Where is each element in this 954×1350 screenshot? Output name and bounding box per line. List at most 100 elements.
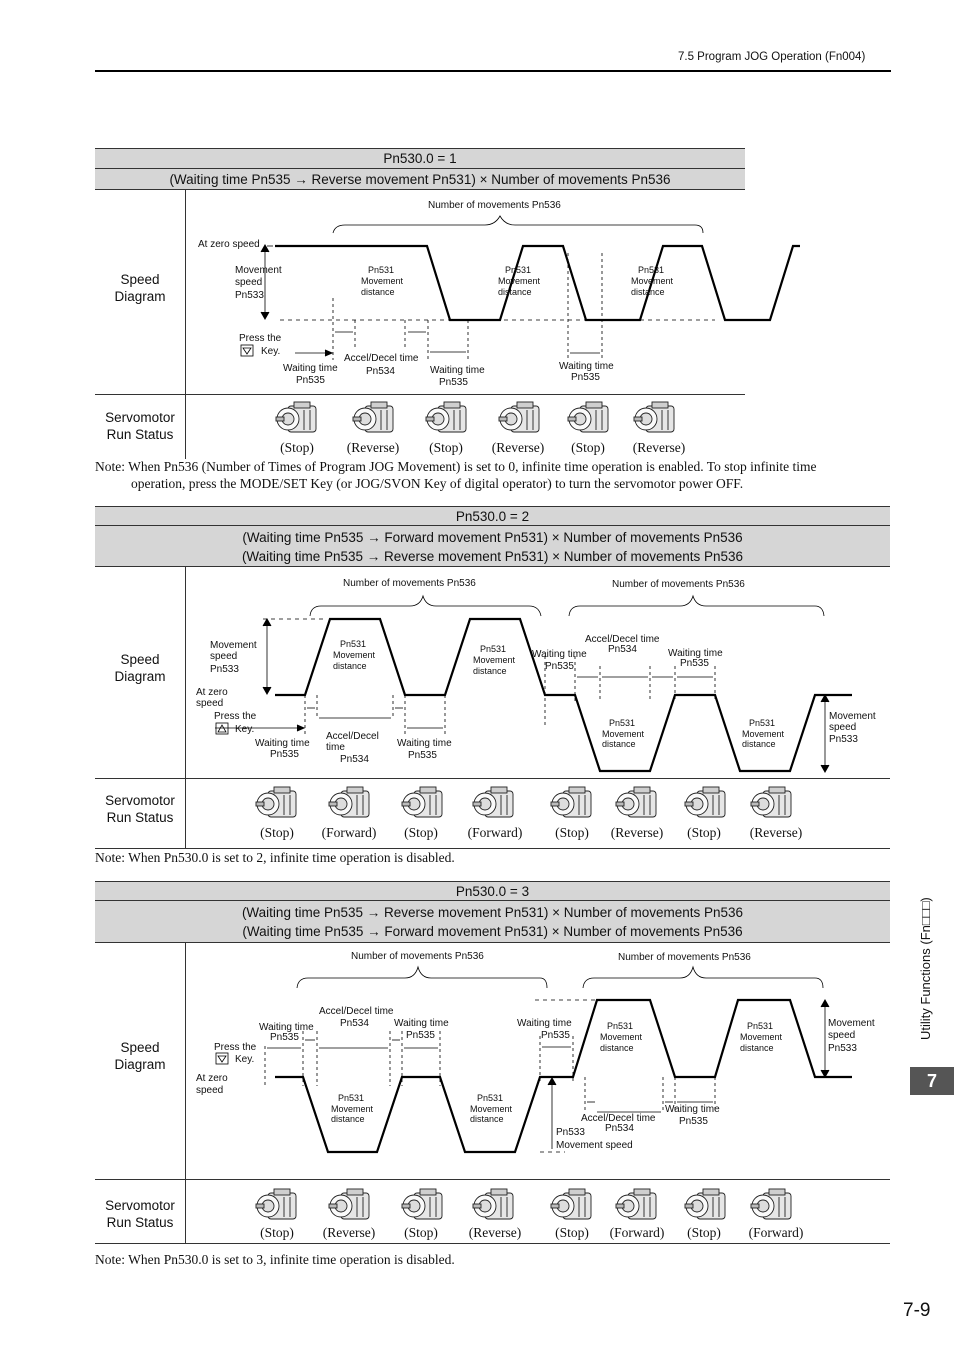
label-movement-distance: Movement xyxy=(602,729,645,739)
status-label: (Reverse) xyxy=(610,825,664,840)
speed-diagram-label: Speed Diagram xyxy=(95,1016,185,1096)
label-movement-distance: Movement xyxy=(473,655,516,665)
note-2: Note: When Pn530.0 is set to 2, infinite… xyxy=(95,849,455,866)
label-movement: Movement xyxy=(210,640,257,651)
note-line: operation, press the MODE/SET Key (or JO… xyxy=(131,476,744,491)
label-movement-distance: Movement xyxy=(742,729,785,739)
up-key-icon xyxy=(215,722,229,735)
label-pn531: Pn531 xyxy=(607,1021,633,1031)
servomotor-icon xyxy=(567,401,609,433)
label-pn531: Pn531 xyxy=(609,718,635,728)
label-pn531: Pn531 xyxy=(505,265,531,275)
rule xyxy=(95,1243,890,1244)
status-label: (Stop) xyxy=(429,440,463,455)
label-press-the: Press the xyxy=(214,1042,257,1053)
label-line: Speed xyxy=(120,652,160,667)
servomotor-run-status-label: Servomotor Run Status xyxy=(95,403,185,449)
label-line: Servomotor xyxy=(105,793,175,808)
label-pn533: Pn533 xyxy=(210,664,239,675)
label-line: Run Status xyxy=(106,810,174,825)
servomotor-icon xyxy=(498,401,540,433)
label-movement-distance: Movement xyxy=(470,1104,513,1114)
label-pn531: Pn531 xyxy=(747,1021,773,1031)
label-pn535: Pn535 xyxy=(406,1030,435,1041)
label-pn533: Pn533 xyxy=(556,1127,585,1138)
section-pn530-3: Pn530.0 = 3 (Waiting time Pn535 → Revers… xyxy=(95,881,890,1245)
label-line: Diagram xyxy=(114,289,166,304)
label-waiting-time: Waiting time xyxy=(394,1018,449,1029)
status-label: (Forward) xyxy=(321,825,377,840)
label-waiting-time: Waiting time xyxy=(259,1022,314,1033)
status-label: (Stop) xyxy=(555,825,589,840)
label-pn535: Pn535 xyxy=(296,375,325,386)
status-label: (Reverse) xyxy=(749,825,803,840)
label-pn535: Pn535 xyxy=(439,377,468,388)
servomotor-icon xyxy=(425,401,467,433)
rule xyxy=(95,566,890,567)
label-num-movements: Number of movements Pn536 xyxy=(351,951,484,962)
label-num-movements: Number of movements Pn536 xyxy=(428,200,561,211)
servomotor-icon xyxy=(255,786,297,818)
label-movement-distance: distance xyxy=(600,1043,634,1053)
label-pn531: Pn531 xyxy=(638,265,664,275)
label-pn531: Pn531 xyxy=(340,639,366,649)
column-divider xyxy=(185,566,186,849)
servomotor-icon xyxy=(750,1188,792,1220)
section-1-title: Pn530.0 = 1 xyxy=(95,148,745,168)
label-speed: speed xyxy=(829,722,856,733)
section-2-formula-line: (Waiting time Pn535 → Forward movement P… xyxy=(242,529,743,545)
label-speed: speed xyxy=(828,1030,855,1041)
section-pn530-1: Pn530.0 = 1 (Waiting time Pn535 → Revers… xyxy=(95,148,800,459)
label-press-the: Press the xyxy=(239,333,282,344)
label-speed: speed xyxy=(210,651,237,662)
label-movement: Movement xyxy=(828,1018,875,1029)
status-label: (Forward) xyxy=(748,1225,804,1240)
section-3-title-text: Pn530.0 = 3 xyxy=(455,883,530,899)
servomotor-icon xyxy=(684,786,726,818)
note-line: Note: When Pn530.0 is set to 3, infinite… xyxy=(95,1252,455,1267)
servomotor-icon xyxy=(615,1188,657,1220)
status-label: (Reverse) xyxy=(468,1225,522,1240)
note-line: Note: When Pn530.0 is set to 2, infinite… xyxy=(95,850,455,865)
label-waiting-time: Waiting time xyxy=(532,649,587,660)
servomotor-icon xyxy=(352,401,394,433)
status-label: (Forward) xyxy=(609,1225,665,1240)
label-waiting-time: Waiting time xyxy=(255,738,310,749)
label-waiting-time: Waiting time xyxy=(397,738,452,749)
label-pn535: Pn535 xyxy=(571,372,600,383)
label-pn535: Pn535 xyxy=(680,658,709,669)
rule xyxy=(95,778,890,779)
status-label: (Forward) xyxy=(467,825,523,840)
label-movement-distance: Movement xyxy=(740,1032,783,1042)
status-label: (Stop) xyxy=(571,440,605,455)
brace-num-movements xyxy=(568,594,825,617)
label-speed: speed xyxy=(235,277,262,288)
status-label: (Reverse) xyxy=(491,440,545,455)
label-movement-distance: distance xyxy=(602,739,636,749)
status-label: (Stop) xyxy=(687,825,721,840)
label-key: Key. xyxy=(235,724,254,735)
label-movement-distance: Movement xyxy=(331,1104,374,1114)
label-accel-decel: Accel/Decel xyxy=(326,731,379,742)
down-key-icon xyxy=(215,1052,229,1065)
label-movement-distance: distance xyxy=(331,1114,365,1124)
chapter-number-tab: 7 xyxy=(910,1067,954,1095)
status-label: (Stop) xyxy=(260,825,294,840)
label-movement-distance: Movement xyxy=(333,650,376,660)
section-2-formula: (Waiting time Pn535 → Forward movement P… xyxy=(95,525,890,567)
section-1-formula-line: (Waiting time Pn535 → Reverse movement P… xyxy=(169,172,671,187)
label-pn531: Pn531 xyxy=(480,644,506,654)
label-pn533: Pn533 xyxy=(235,290,264,301)
speed-diagram-label: Speed Diagram xyxy=(95,628,185,708)
label-time: time xyxy=(326,742,345,753)
label-waiting-time: Waiting time xyxy=(665,1104,720,1115)
label-movement-distance: distance xyxy=(742,739,776,749)
label-pn534: Pn534 xyxy=(340,1018,369,1029)
servomotor-icon xyxy=(275,401,317,433)
brace-num-movements xyxy=(582,965,824,989)
label-movement-distance: distance xyxy=(470,1114,504,1124)
label-line: Servomotor xyxy=(105,410,175,425)
status-label: (Stop) xyxy=(404,825,438,840)
chapter-side-tab: Utility Functions (Fn□□□) xyxy=(910,870,933,1040)
label-movement-distance: Movement xyxy=(631,276,674,286)
